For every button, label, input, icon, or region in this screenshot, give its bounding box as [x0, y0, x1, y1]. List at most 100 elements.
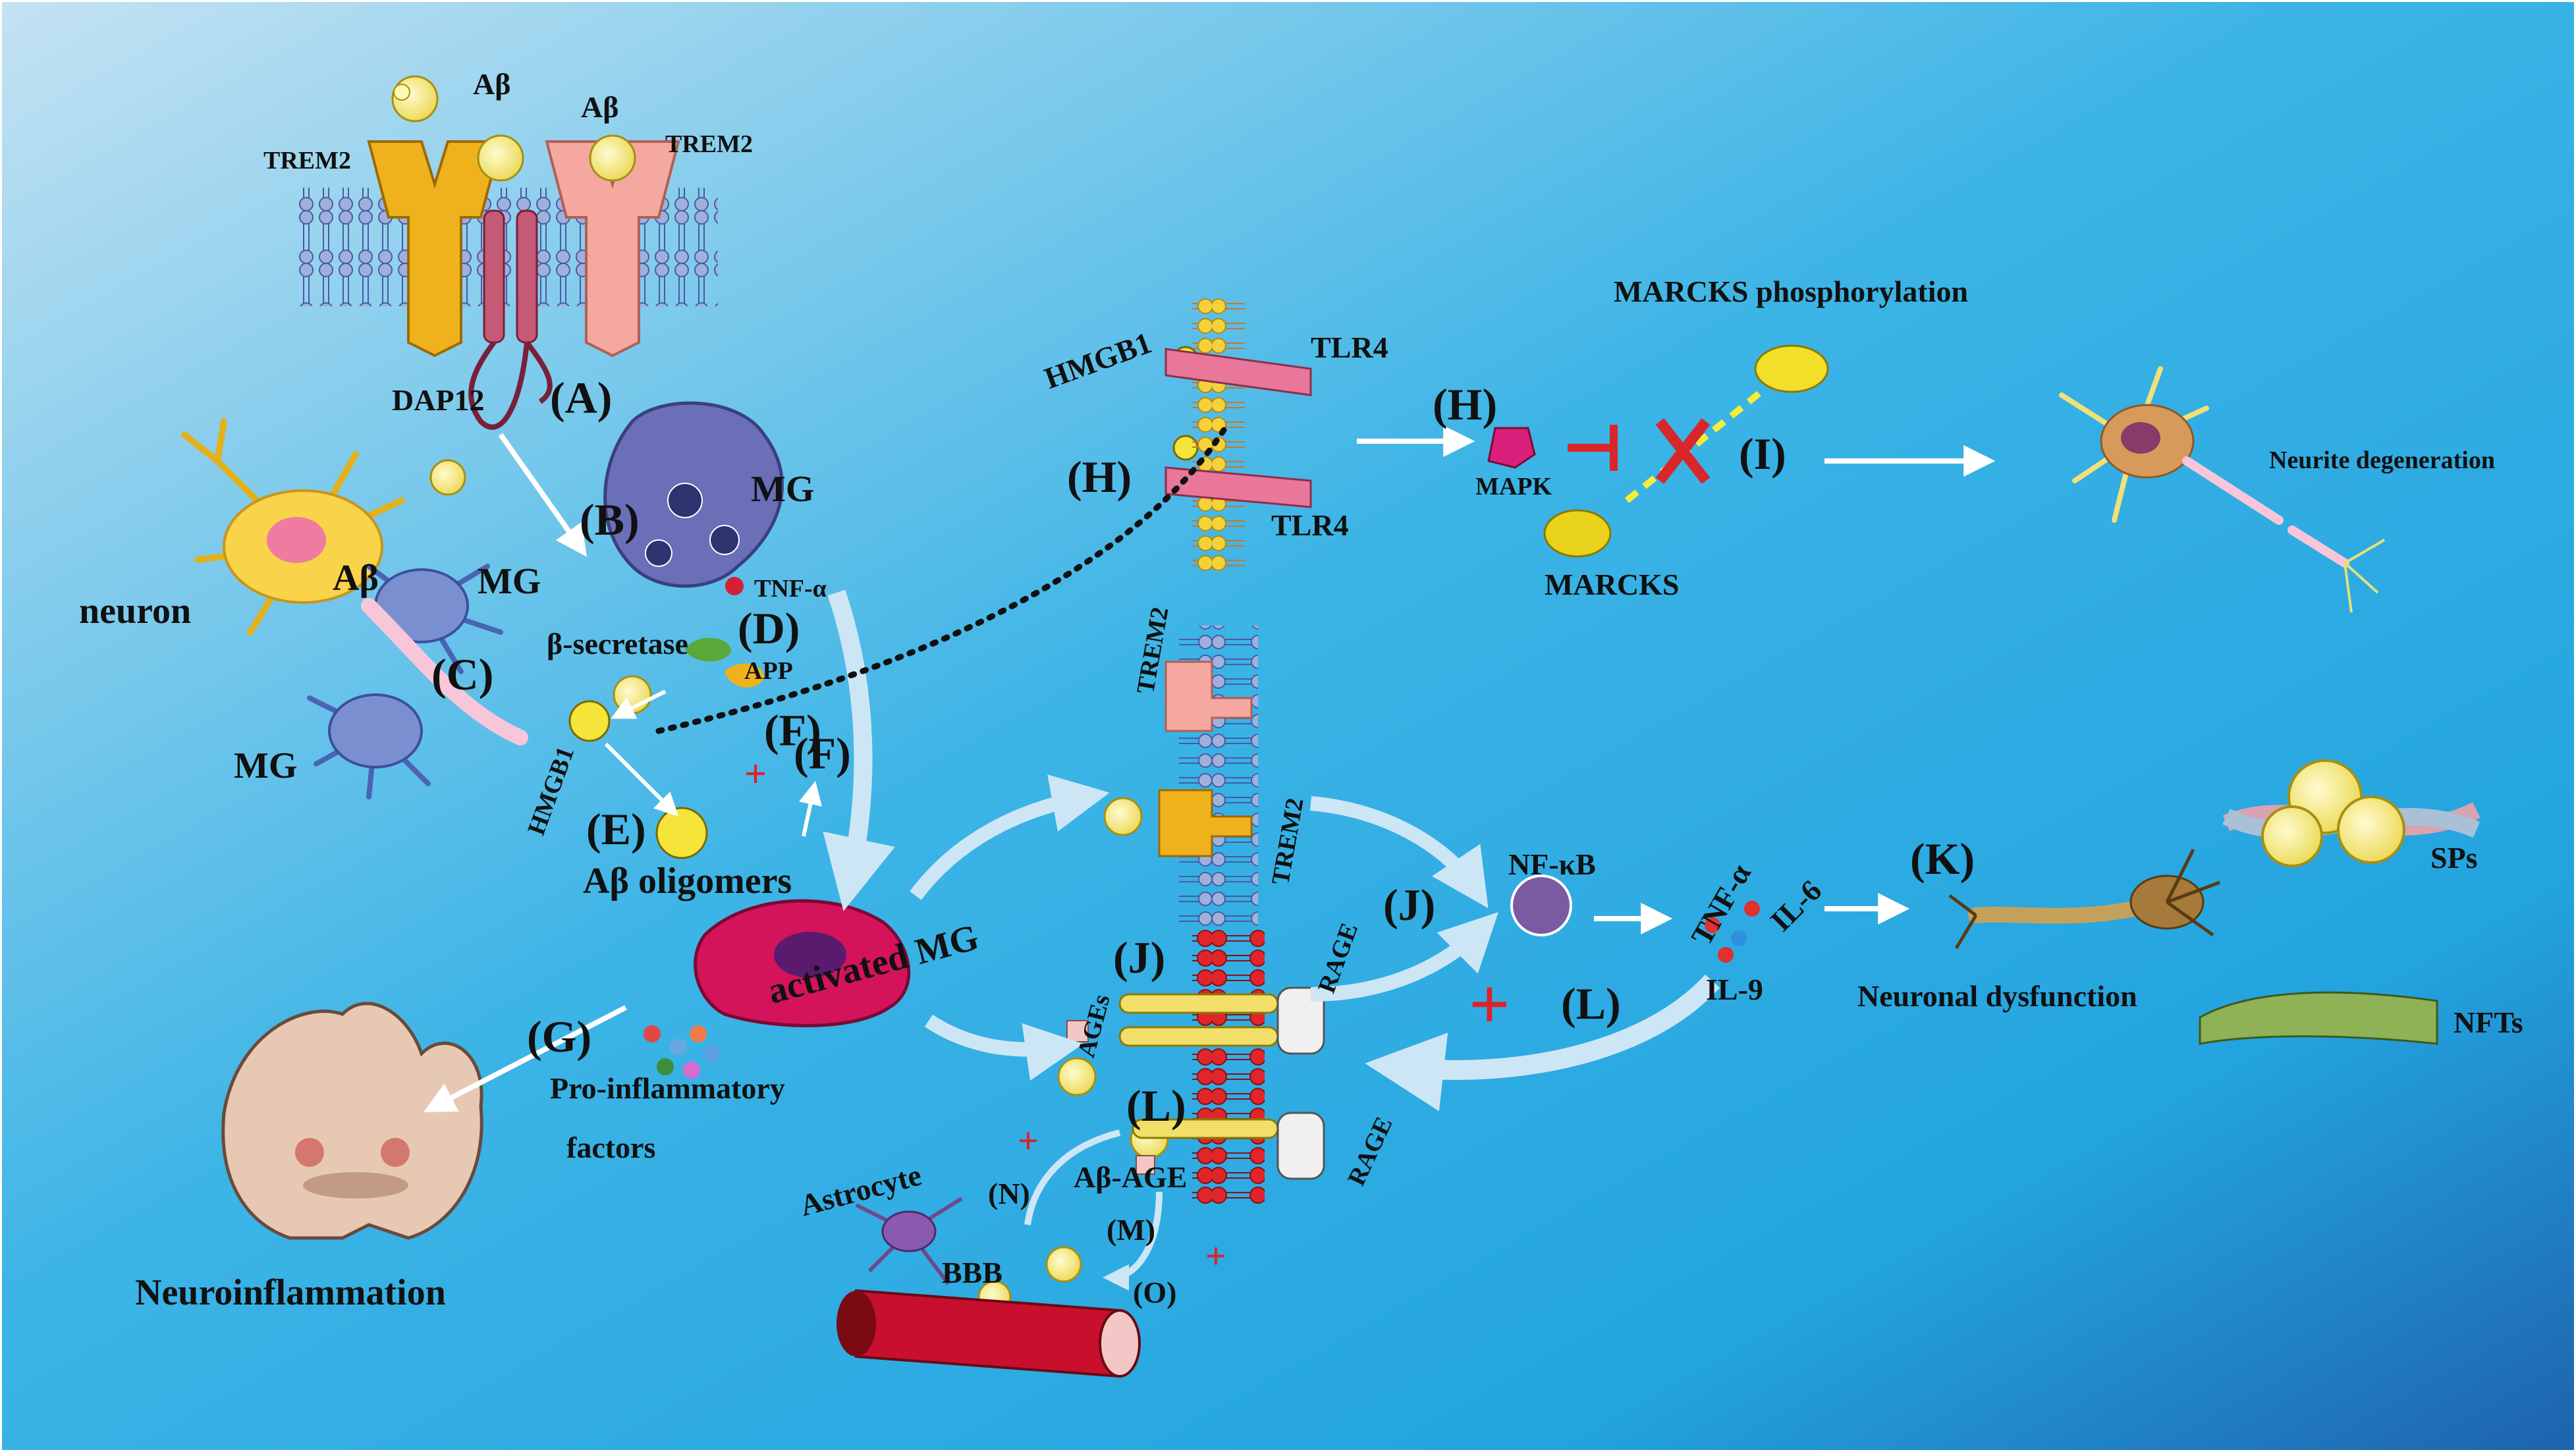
- block-cross-icon: [1655, 418, 1711, 484]
- plus-sign-o: +: [1205, 1236, 1226, 1277]
- label-neuronal-dysfunction: Neuronal dysfunction: [1857, 979, 2137, 1013]
- neuron-nucleus: [267, 517, 326, 563]
- letter-l-left: (L): [1126, 1081, 1186, 1131]
- letter-i: (I): [1739, 429, 1786, 479]
- label-abeta-age: Aβ-AGE: [1074, 1160, 1188, 1194]
- label-app: APP: [744, 657, 793, 685]
- trem2-receptor-orange: [367, 140, 503, 358]
- tlr4-receptor-bottom: [1165, 466, 1312, 508]
- label-factors: factors: [566, 1131, 656, 1164]
- label-dap12: DAP12: [392, 383, 485, 417]
- phagosome: [667, 483, 703, 518]
- trem2-receptor-vertical-orange: [1158, 789, 1253, 857]
- plus-sign-n: +: [1018, 1121, 1039, 1162]
- label-tlr4-top: TLR4: [1311, 331, 1388, 364]
- label-marcks-phosphorylation: MARCKS phosphorylation: [1614, 275, 1969, 308]
- letter-h-mapk: (H): [1433, 379, 1498, 429]
- astrocyte-cell: [855, 1197, 963, 1285]
- label-abeta-a-right: Aβ: [581, 90, 619, 124]
- label-neuron: neuron: [79, 591, 192, 632]
- panel-a-membrane: [296, 140, 718, 430]
- letter-f-bottom: (F): [794, 728, 851, 778]
- panel-c-cells: [181, 418, 528, 799]
- letter-e: (E): [586, 804, 646, 854]
- label-tnf-b: TNF-α: [754, 575, 827, 603]
- label-abeta-a-left: Aβ: [473, 67, 511, 101]
- degenerating-neuron: [2059, 366, 2386, 613]
- mapk-enzyme: [1487, 427, 1536, 469]
- rage-receptor-bottom: [1132, 1112, 1325, 1180]
- letter-m: (M): [1107, 1213, 1156, 1247]
- tnf-molecule: [725, 577, 744, 595]
- marcks-phosphorylated: [1754, 344, 1829, 393]
- tlr4-membrane: [1192, 296, 1245, 573]
- dap12-right: [516, 209, 538, 344]
- beta-secretase-enzyme: [685, 637, 731, 662]
- letter-f-top: (F): [764, 705, 821, 755]
- rage-receptor-top: [1118, 986, 1325, 1055]
- microglia-bottom: [328, 693, 423, 768]
- abeta-clump: [429, 459, 466, 496]
- abeta-clump: [477, 134, 524, 182]
- activated-mg-nucleus: [774, 932, 846, 978]
- arrow-hmgb1-to-oligomer: [604, 742, 679, 817]
- arrow-f: [798, 780, 823, 837]
- arrow-a-to-b: [498, 433, 588, 557]
- dotted-hmgb1-path: [655, 425, 1228, 734]
- arrow-cytokines-to-rage: [1365, 974, 1720, 1112]
- phosphorylation-path: [1624, 386, 1768, 503]
- label-abeta-c: Aβ: [333, 558, 379, 599]
- arrow-rage-to-nfkb: [1310, 912, 1498, 1002]
- arrow-g-to-brain: [423, 1005, 627, 1112]
- abeta-age-square: [1136, 1155, 1155, 1175]
- arrow-loop-o: [1103, 1191, 1163, 1291]
- letter-j-right: (J): [1383, 880, 1436, 930]
- label-nfts: NFTs: [2453, 1006, 2523, 1039]
- label-bbb: BBB: [942, 1256, 1003, 1289]
- label-sps: SPs: [2430, 841, 2478, 874]
- blood-vessel-bbb: [836, 1289, 1141, 1378]
- arrow-trem2-to-nfkb: [1310, 796, 1489, 909]
- phagosome: [645, 539, 672, 567]
- arrow-mg-to-trem2: [910, 774, 1110, 900]
- label-pro-inflammatory: Pro-inflammatory: [550, 1071, 785, 1105]
- label-mapk: MAPK: [1475, 473, 1552, 500]
- abeta-clump: [1057, 1057, 1097, 1096]
- app-protein: [725, 663, 764, 687]
- arrow-loop-n: [1024, 1129, 1121, 1225]
- tlr4-receptor-top: [1165, 348, 1312, 396]
- label-trem2-a-left: TREM2: [263, 147, 351, 175]
- plus-sign-f: +: [744, 752, 767, 795]
- letter-a: (A): [550, 373, 613, 423]
- arrow-mg-to-rage: [924, 1014, 1083, 1081]
- label-mg-c-bottom: MG: [234, 745, 298, 786]
- letter-c: (C): [431, 649, 494, 699]
- label-neurite-degeneration: Neurite degeneration: [2269, 446, 2495, 474]
- letter-j-left: (J): [1113, 932, 1166, 982]
- label-mg-c-top: MG: [478, 561, 541, 602]
- pro-inflammatory-factor-dots: [644, 1025, 720, 1079]
- label-neuroinflammation: Neuroinflammation: [135, 1272, 446, 1313]
- letter-k: (K): [1910, 834, 1975, 884]
- neuron-axon: [361, 598, 528, 745]
- label-mg-b: MG: [751, 469, 815, 510]
- trem2-receptor-pink: [545, 140, 680, 358]
- letter-d: (D): [738, 603, 800, 653]
- letter-h-membrane: (H): [1067, 452, 1132, 502]
- letter-g: (G): [527, 1011, 592, 1062]
- arrow-tnf-to-activated: [823, 589, 895, 911]
- arrow-d-to-hmgb1: [611, 689, 667, 719]
- dap12-left: [483, 209, 505, 344]
- letter-n: (N): [988, 1177, 1030, 1210]
- plus-sign-l: +: [1469, 964, 1510, 1044]
- abeta-clump: [589, 134, 636, 182]
- letter-l-right: (L): [1561, 979, 1621, 1029]
- letter-o: (O): [1133, 1276, 1177, 1309]
- rage-membrane: [1192, 928, 1265, 1205]
- brain-coronal-slice: [221, 1002, 483, 1240]
- letter-b: (B): [580, 495, 640, 545]
- label-il9: IL-9: [1706, 973, 1763, 1006]
- marcks-protein: [1543, 509, 1612, 558]
